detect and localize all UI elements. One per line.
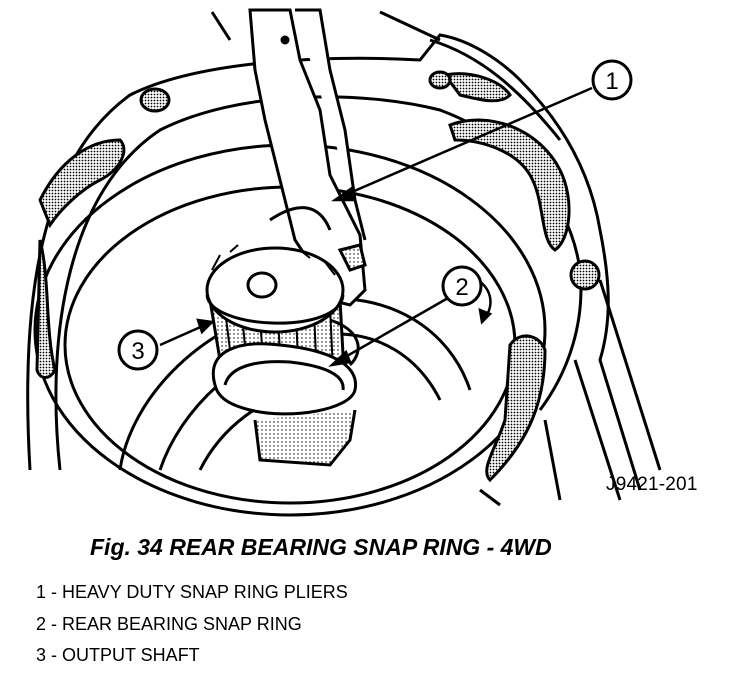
legend-item-pliers: 1 - HEAVY DUTY SNAP RING PLIERS bbox=[36, 582, 348, 602]
snap-ring-pliers bbox=[248, 8, 367, 307]
svg-text:1: 1 bbox=[605, 68, 618, 95]
callout-1: 1 bbox=[591, 59, 633, 101]
legend-item-output-shaft: 3 - OUTPUT SHAFT bbox=[36, 645, 200, 665]
rear-bearing-snap-ring bbox=[211, 318, 360, 416]
legend-item-snap-ring: 2 - REAR BEARING SNAP RING bbox=[36, 614, 302, 634]
housing-bolt-slots bbox=[35, 70, 601, 483]
callout-2: 2 bbox=[441, 265, 483, 307]
svg-text:3: 3 bbox=[131, 338, 144, 365]
figure-caption: Fig. 34 REAR BEARING SNAP RING - 4WD bbox=[90, 534, 552, 560]
svg-text:2: 2 bbox=[455, 274, 468, 301]
snap-ring-illustration: 1 2 3 bbox=[26, 8, 662, 517]
leader-lines bbox=[159, 86, 593, 367]
callout-3: 3 bbox=[117, 329, 159, 371]
figure-code: J9421-201 bbox=[606, 474, 698, 495]
